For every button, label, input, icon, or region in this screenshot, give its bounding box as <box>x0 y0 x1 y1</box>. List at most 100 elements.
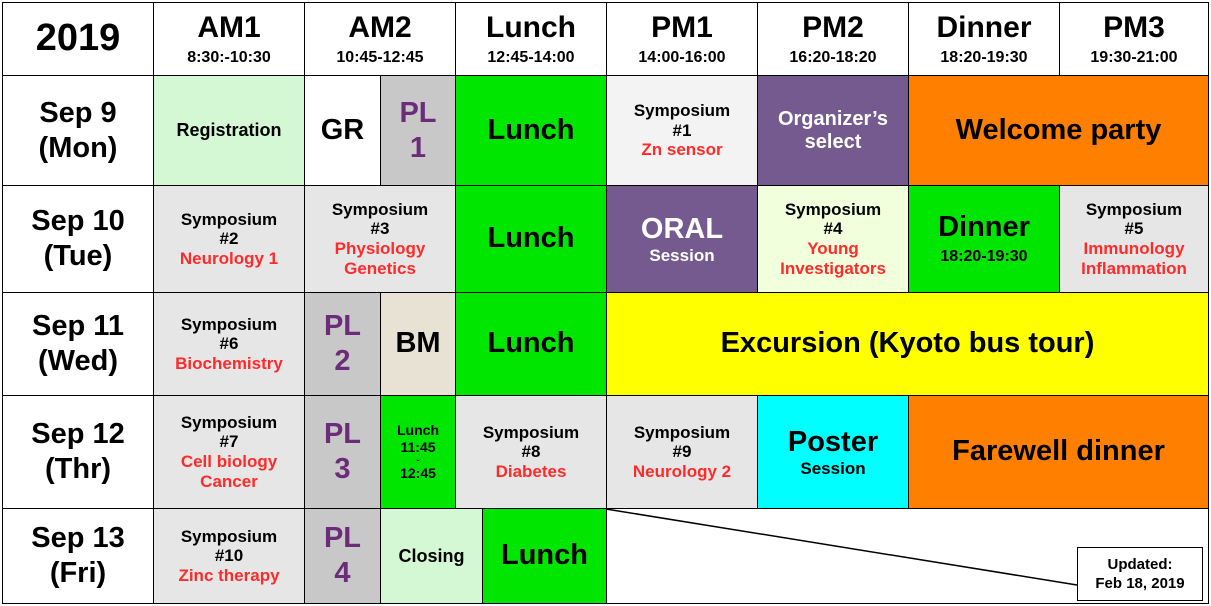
lunch-label: Lunch <box>487 222 575 255</box>
col-name: AM2 <box>348 11 412 45</box>
excursion-cell: Excursion (Kyoto bus tour) <box>606 292 1209 396</box>
symposium-10-cell: Symposium #10 Zinc therapy <box>153 508 305 604</box>
symposium-label: Symposium <box>180 314 278 334</box>
symposium-2-cell: Symposium #2 Neurology 1 <box>153 185 305 293</box>
closing-cell: Closing <box>380 508 483 604</box>
dinner-cell: Dinner 18:20-19:30 <box>908 185 1060 293</box>
bm-label: BM <box>395 327 441 360</box>
day-weekday: (Wed) <box>37 345 118 377</box>
col-header-pm3: PM3 19:30-21:00 <box>1059 2 1209 76</box>
day-label-wed: Sep 11 (Wed) <box>2 292 154 396</box>
day-weekday: (Thr) <box>44 453 112 485</box>
pl3-cell: PL 3 <box>304 395 381 509</box>
symposium-topic-2: Inflammation <box>1081 258 1187 278</box>
symposium-4-cell: Symposium #4 Young Investigators <box>757 185 909 293</box>
symposium-number: #4 <box>823 219 843 239</box>
lunch-label: Lunch <box>501 539 588 572</box>
symposium-label: Symposium <box>180 209 278 229</box>
day-weekday: (Tue) <box>43 240 113 272</box>
col-name: PM3 <box>1103 11 1165 45</box>
oral-session-label: Session <box>649 245 715 265</box>
lunch-cell-tue: Lunch <box>455 185 607 293</box>
symposium-topic-2: Investigators <box>780 258 886 278</box>
year-label: 2019 <box>35 17 121 60</box>
pl-number: 4 <box>334 557 351 589</box>
symposium-topic: Zinc therapy <box>178 565 280 585</box>
col-header-lunch: Lunch 12:45-14:00 <box>455 2 607 76</box>
col-header-am2: AM2 10:45-12:45 <box>304 2 456 76</box>
col-header-am1: AM1 8:30:-10:30 <box>153 2 305 76</box>
poster-label: Poster <box>787 425 879 458</box>
farewell-dinner-cell: Farewell dinner <box>908 395 1209 509</box>
day-date: Sep 10 <box>31 205 125 238</box>
symposium-topic: Cell biology <box>180 452 278 471</box>
oral-label: ORAL <box>640 212 724 245</box>
day-label-fri: Sep 13 (Fri) <box>2 508 154 604</box>
symposium-number: #5 <box>1124 219 1144 239</box>
lunch-time-end: 12:45 <box>400 464 436 481</box>
symposium-label: Symposium <box>180 526 278 546</box>
symposium-8-cell: Symposium #8 Diabetes <box>455 395 607 509</box>
organizer-label: Organizer’s <box>777 107 889 130</box>
col-time: 8:30:-10:30 <box>187 48 271 66</box>
poster-session-label: Session <box>800 458 866 478</box>
pl4-cell: PL 4 <box>304 508 381 604</box>
pl-label: PL <box>323 310 362 343</box>
symposium-1-cell: Symposium #1 Zn sensor <box>606 75 758 186</box>
lunch-cell-mon: Lunch <box>455 75 607 186</box>
col-time: 19:30-21:00 <box>1090 48 1178 66</box>
pl-number: 2 <box>334 345 351 377</box>
symposium-3-cell: Symposium #3 Physiology Genetics <box>304 185 456 293</box>
lunch-cell-fri: Lunch <box>482 508 607 604</box>
col-time: 18:20-19:30 <box>940 48 1028 66</box>
symposium-6-cell: Symposium #6 Biochemistry <box>153 292 305 396</box>
col-name: PM1 <box>651 11 713 45</box>
updated-label: Updated: <box>1107 555 1173 573</box>
day-weekday: (Mon) <box>38 131 118 164</box>
day-date: Sep 12 <box>31 418 125 451</box>
day-weekday: (Fri) <box>49 557 107 589</box>
gr-cell: GR <box>304 75 381 186</box>
day-date: Sep 9 <box>39 96 117 129</box>
symposium-label: Symposium <box>633 101 731 121</box>
symposium-number: #10 <box>214 546 244 566</box>
day-date: Sep 13 <box>31 522 125 555</box>
symposium-label: Symposium <box>482 422 580 442</box>
col-time: 16:20-18:20 <box>789 48 877 66</box>
bm-cell: BM <box>380 292 456 396</box>
gr-label: GR <box>320 113 365 146</box>
welcome-label: Welcome party <box>955 113 1162 146</box>
col-name: Lunch <box>486 11 576 45</box>
symposium-number: #7 <box>219 432 239 452</box>
symposium-topic: Physiology <box>334 239 426 258</box>
col-time: 14:00-16:00 <box>638 48 726 66</box>
col-name: PM2 <box>802 11 864 45</box>
oral-session-cell: ORAL Session <box>606 185 758 293</box>
symposium-label: Symposium <box>1085 199 1183 219</box>
lunch-label: Lunch <box>487 327 575 360</box>
symposium-label: Symposium <box>633 422 731 442</box>
day-date: Sep 11 <box>32 310 124 343</box>
symposium-number: #3 <box>370 219 390 239</box>
poster-session-cell: Poster Session <box>757 395 909 509</box>
pl2-cell: PL 2 <box>304 292 381 396</box>
pl-number: 1 <box>409 131 427 164</box>
symposium-9-cell: Symposium #9 Neurology 2 <box>606 395 758 509</box>
pl-number: 3 <box>334 453 351 485</box>
excursion-label: Excursion (Kyoto bus tour) <box>720 327 1095 360</box>
symposium-topic: Biochemistry <box>175 353 283 373</box>
symposium-number: #2 <box>219 229 239 249</box>
day-label-thr: Sep 12 (Thr) <box>2 395 154 509</box>
pl1-cell: PL 1 <box>380 75 456 186</box>
closing-label: Closing <box>398 545 465 566</box>
lunch-label: Lunch <box>487 113 575 146</box>
day-label-tue: Sep 10 (Tue) <box>2 185 154 293</box>
dinner-time: 18:20-19:30 <box>940 248 1028 266</box>
symposium-topic: Diabetes <box>495 461 567 481</box>
col-header-pm1: PM1 14:00-16:00 <box>606 2 758 76</box>
symposium-number: #9 <box>672 442 692 462</box>
lunch-label: Lunch <box>397 421 439 438</box>
col-name: AM1 <box>197 11 261 45</box>
symposium-topic-2: Cancer <box>200 471 258 491</box>
year-header: 2019 <box>2 2 154 76</box>
